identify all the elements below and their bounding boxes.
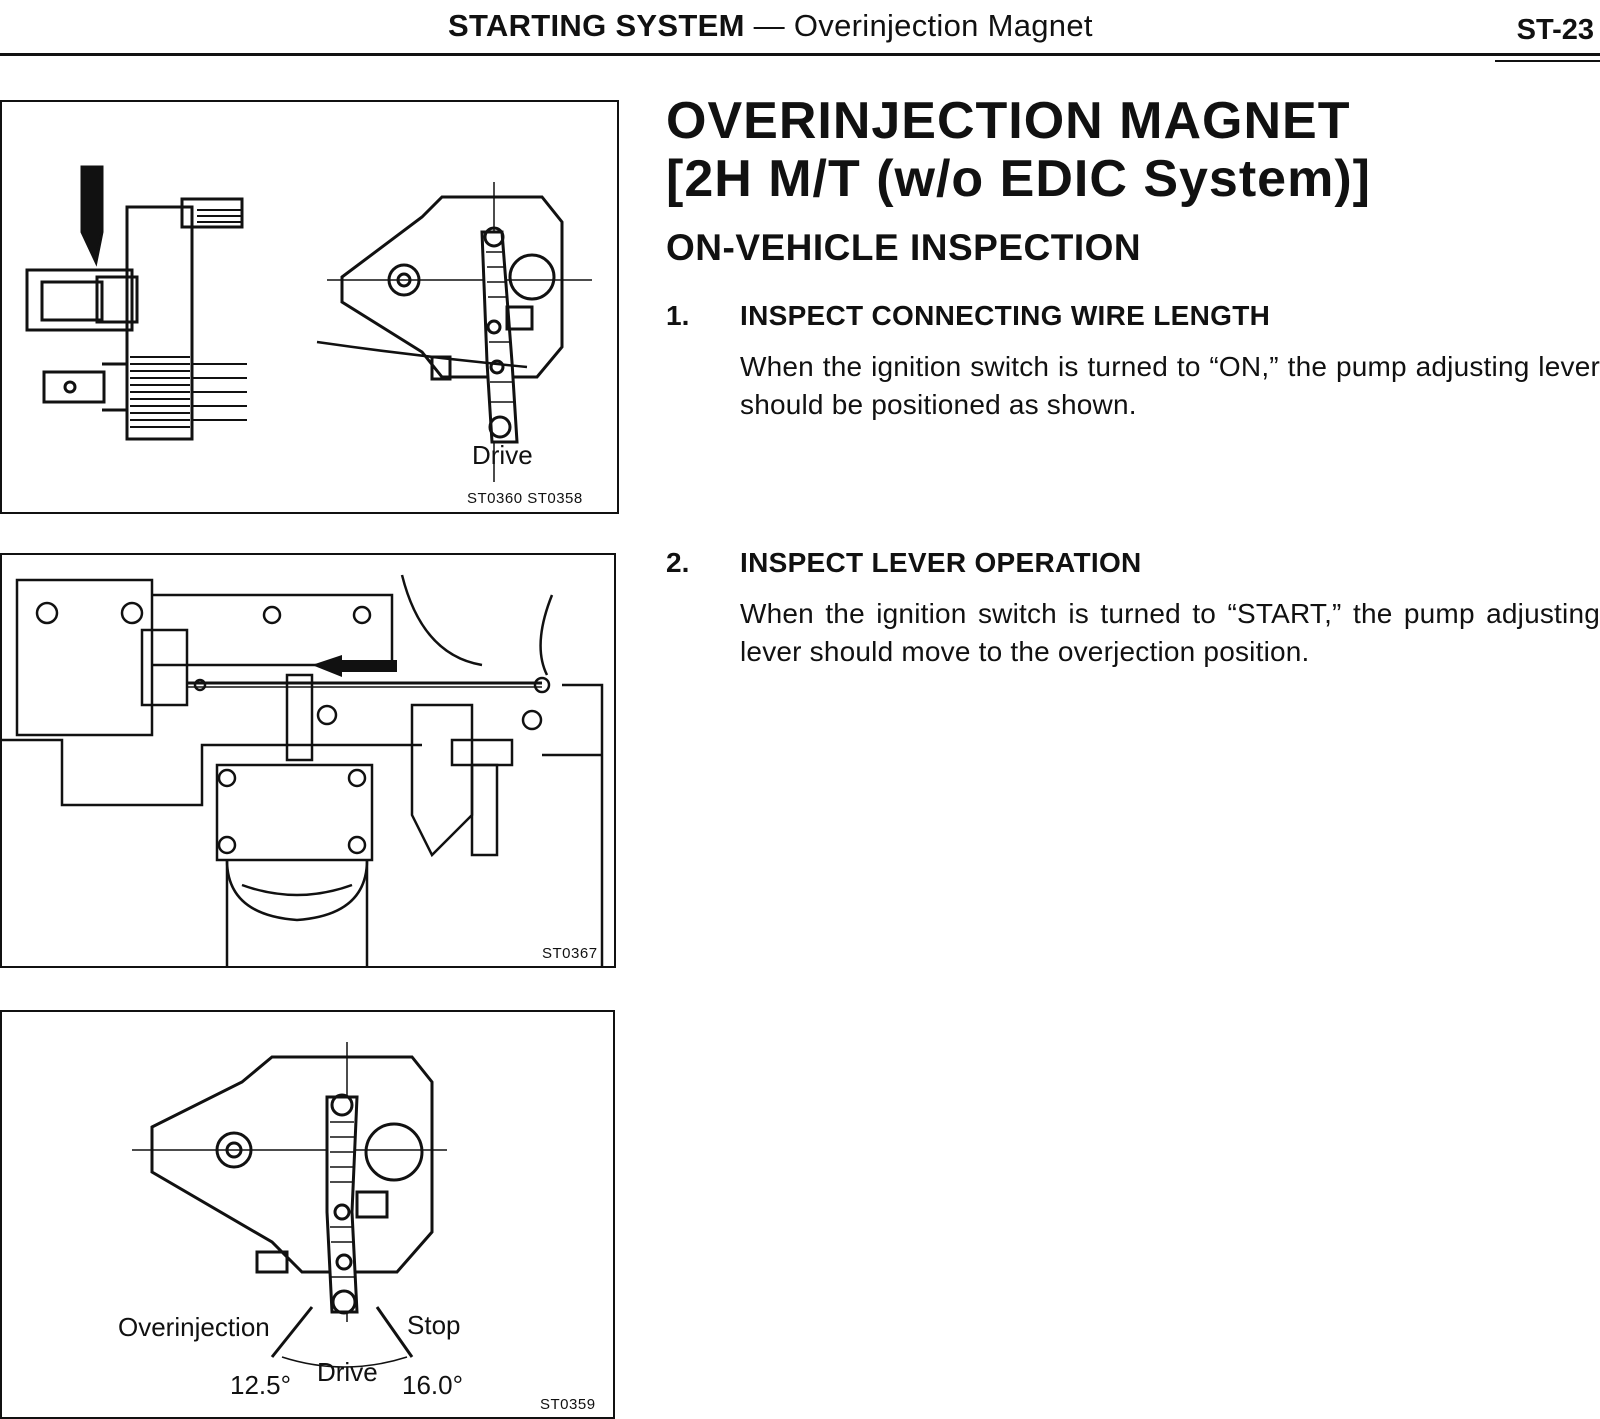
step-2-number: 2. [666,547,690,578]
section-heading: ON-VEHICLE INSPECTION [666,227,1142,268]
figure-lever-operation: ST0367 [0,553,616,968]
figure-wire-length: Drive ST0360 ST0358 [0,100,619,514]
page-header: STARTING SYSTEM — Overinjection Magnet S… [0,0,1600,62]
header-title: STARTING SYSTEM — Overinjection Magnet [448,8,1093,44]
figure-3-code: ST0359 [540,1396,596,1413]
figure-3-angle-right: 16.0° [402,1370,464,1400]
step-1-title: INSPECT CONNECTING WIRE LENGTH [740,300,1271,331]
header-separator: — [753,8,785,43]
step-2-text: When the ignition switch is turned to “S… [740,598,1600,667]
figure-1-illustration [25,165,592,482]
figure-1-label-drive: Drive [472,440,533,470]
page-title-line-1: OVERINJECTION MAGNET [666,92,1351,150]
figure-lever-angles: Overinjection Stop Drive 12.5° 16.0° ST0… [0,1010,615,1419]
header-section: STARTING SYSTEM [448,8,745,43]
figure-2-code: ST0367 [542,945,598,962]
figure-3-label-drive: Drive [317,1357,378,1387]
figure-2-illustration [2,574,604,966]
step-2-title: INSPECT LEVER OPERATION [740,547,1142,578]
figure-3-label-overinjection: Overinjection [118,1312,270,1342]
step-1-text: When the ignition switch is turned to “O… [740,351,1600,420]
figure-3-illustration [132,1042,447,1368]
figure-1-code: ST0360 ST0358 [467,490,583,507]
figure-3-label-stop: Stop [407,1310,461,1340]
header-subsection: Overinjection Magnet [793,8,1093,43]
page-title: OVERINJECTION MAGNET [2H M/T (w/o EDIC S… [666,92,1371,208]
page-number: ST-23 [1516,14,1594,46]
step-1-number: 1. [666,300,690,331]
figure-3-angle-left: 12.5° [230,1370,292,1400]
page-title-line-2: [2H M/T (w/o EDIC System)] [666,150,1371,208]
header-rule-short [1495,60,1600,62]
header-rule [0,53,1600,56]
